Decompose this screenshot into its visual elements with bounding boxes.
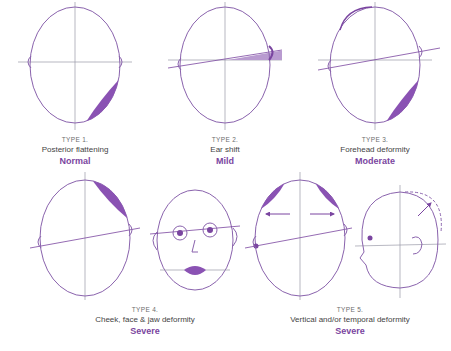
ear (344, 224, 347, 236)
ear-axis-line (245, 228, 352, 248)
arrow (418, 203, 431, 216)
type-number: TYPE 4. (132, 306, 158, 313)
head-outline (330, 7, 420, 123)
nose (192, 240, 198, 252)
eye (173, 226, 187, 240)
deformity-area (261, 184, 285, 210)
head-top-view (18, 2, 132, 130)
head-top-view (30, 172, 140, 300)
pupil (177, 230, 183, 236)
eye-line (150, 226, 240, 234)
head-outline (30, 7, 120, 123)
deformity-description: Posterior flattening (42, 145, 109, 154)
ear-axis-line (30, 228, 140, 248)
forehead-bulge (340, 7, 372, 30)
deformity-description: Cheek, face & jaw deformity (95, 315, 195, 324)
axis-line (75, 2, 76, 130)
shift-wedge (228, 51, 282, 61)
head-outline (180, 7, 270, 123)
ear (328, 60, 331, 72)
deformity-description: Vertical and/or temporal deformity (290, 315, 410, 324)
ear (233, 228, 237, 246)
ear (119, 56, 122, 68)
pupil (207, 227, 213, 233)
type-number: TYPE 3. (362, 136, 388, 143)
axis-line (375, 2, 376, 130)
type-number: TYPE 2. (212, 136, 238, 143)
deformity-outline (405, 192, 441, 232)
head-top-view (318, 2, 440, 130)
flattening-area (387, 80, 419, 121)
axis-line (18, 62, 132, 63)
ear (178, 58, 181, 70)
head-outline (255, 180, 345, 296)
ear (412, 237, 422, 254)
ear (129, 224, 132, 236)
axis-line (400, 185, 401, 298)
deformity-area (93, 181, 128, 218)
deformity-description: Ear shift (210, 145, 239, 154)
deformity-description: Forehead deformity (340, 145, 409, 154)
ear (253, 236, 256, 248)
axis-line (85, 172, 86, 300)
type-number: TYPE 5. (337, 306, 363, 313)
severity-label: Mild (216, 156, 234, 166)
head-profile (360, 192, 438, 288)
face-outline (157, 190, 233, 290)
severity-label: Normal (59, 156, 90, 166)
severity-label: Moderate (355, 156, 395, 166)
deformity-area (315, 184, 339, 210)
severity-label: Severe (130, 326, 160, 336)
mouth (184, 266, 206, 275)
ear (153, 232, 157, 250)
axis-line (355, 244, 446, 246)
eye (203, 223, 217, 237)
flattening-area (87, 80, 119, 121)
eye (368, 236, 373, 241)
head-side-view (355, 185, 446, 298)
axis-line (300, 172, 301, 300)
ear (28, 56, 31, 68)
type-number: TYPE 1. (62, 136, 88, 143)
head-outline (40, 180, 130, 296)
ear-axis-line (168, 50, 282, 68)
axis-line (225, 2, 226, 130)
head-top-view (245, 172, 352, 300)
arrow (266, 214, 290, 215)
head-top-view (168, 2, 282, 130)
arrow (310, 214, 334, 215)
ear (38, 236, 41, 248)
ear (269, 46, 273, 60)
severity-label: Severe (335, 326, 365, 336)
ear (419, 46, 422, 58)
face-front-view (150, 190, 240, 290)
